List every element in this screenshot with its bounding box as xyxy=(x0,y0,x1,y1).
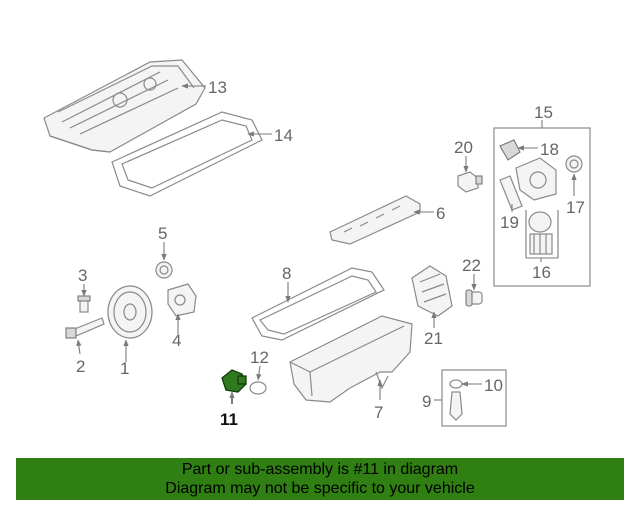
bracket-part-19 xyxy=(499,175,523,211)
callout-3: 3 xyxy=(78,266,87,285)
sensor-part-20 xyxy=(457,171,483,193)
o-ring-part-12 xyxy=(249,381,267,395)
oil-pump-part-21 xyxy=(411,265,453,317)
callout-4: 4 xyxy=(172,331,181,350)
callout-13: 13 xyxy=(208,78,227,97)
callout-15: 15 xyxy=(534,103,553,122)
callout-14: 14 xyxy=(274,126,293,145)
callout-12: 12 xyxy=(250,348,269,367)
seal-part-5 xyxy=(155,261,173,279)
valve-cover-part xyxy=(43,59,206,153)
oil-filter-part-16 xyxy=(528,211,553,255)
oil-pan-gasket-part-8 xyxy=(251,267,385,341)
callout-17: 17 xyxy=(566,198,585,217)
callout-22: 22 xyxy=(462,256,481,275)
callout-19: 19 xyxy=(500,213,519,232)
callout-8: 8 xyxy=(282,264,291,283)
callout-21: 21 xyxy=(424,329,443,348)
callout-20: 20 xyxy=(454,138,473,157)
callout-10: 10 xyxy=(484,376,503,395)
group-box-9 xyxy=(441,369,507,427)
hub-part-4 xyxy=(167,283,197,317)
plug-part-22 xyxy=(465,289,483,307)
info-banner: Part or sub-assembly is #11 in diagram D… xyxy=(16,458,624,500)
callout-11: 11 xyxy=(220,410,238,429)
dipstick-tube-part xyxy=(449,379,463,421)
banner-line-1: Part or sub-assembly is #11 in diagram xyxy=(181,461,459,478)
valve-cover-gasket-part xyxy=(111,111,263,197)
callout-7: 7 xyxy=(374,403,383,422)
callout-6: 6 xyxy=(436,204,445,223)
clip-part-18 xyxy=(499,139,521,161)
highlighted-part-11 xyxy=(221,369,247,393)
filter-cap-part-17 xyxy=(565,155,583,173)
vibration-damper-part xyxy=(107,285,153,339)
callout-2: 2 xyxy=(76,357,85,376)
bolt-part-3 xyxy=(77,295,91,313)
banner-line-2: Diagram may not be specific to your vehi… xyxy=(165,480,475,497)
callout-18: 18 xyxy=(540,140,559,159)
callout-5: 5 xyxy=(158,224,167,243)
callout-16: 16 xyxy=(532,263,551,282)
oil-filter-housing-part xyxy=(515,157,557,201)
callout-9: 9 xyxy=(422,392,431,411)
callout-1: 1 xyxy=(120,359,129,378)
baffle-plate-part-6 xyxy=(329,195,421,245)
oil-pan-part-7 xyxy=(289,315,413,403)
bolt-part-2 xyxy=(65,317,105,339)
